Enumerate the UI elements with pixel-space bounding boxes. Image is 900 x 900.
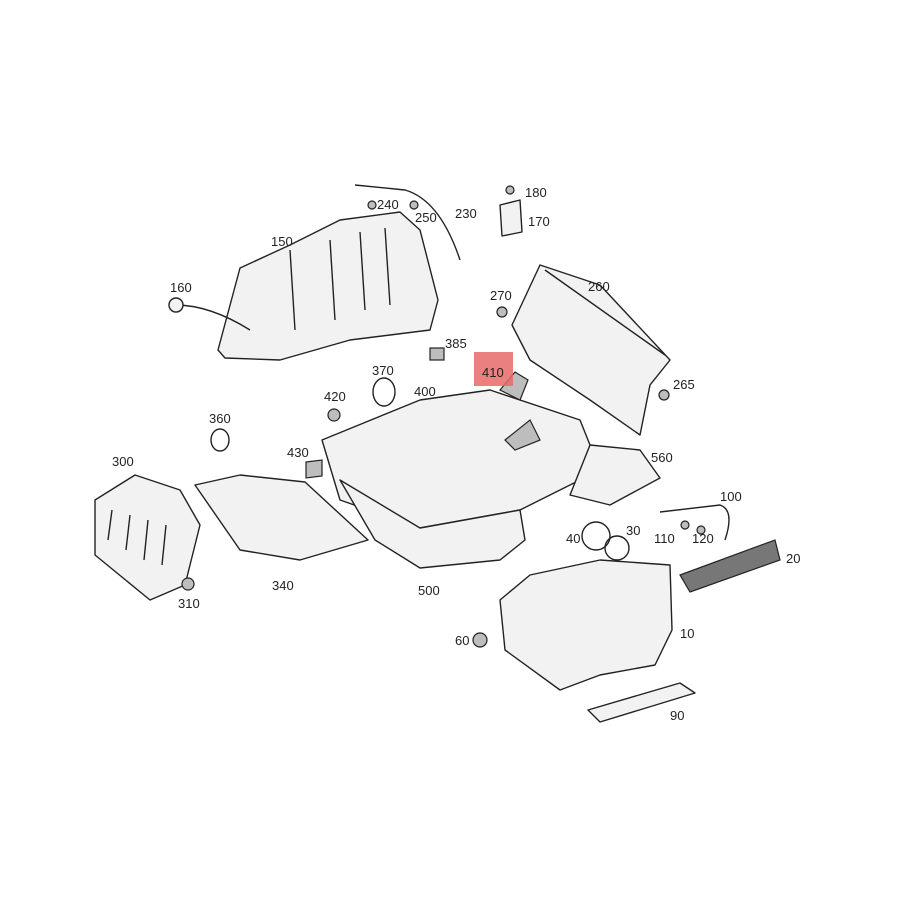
part-300[interactable] [94, 474, 201, 601]
part-120[interactable] [696, 525, 706, 535]
label-40[interactable]: 40 [566, 531, 580, 546]
label-120[interactable]: 120 [692, 531, 714, 546]
part-labels: 180 240 250 230 170 150 160 260 270 385 … [112, 185, 800, 723]
part-160-clip [168, 297, 184, 313]
part-270[interactable] [496, 306, 508, 318]
part-310[interactable] [181, 577, 195, 591]
part-240[interactable] [367, 200, 377, 210]
label-30[interactable]: 30 [626, 523, 640, 538]
label-265[interactable]: 265 [673, 377, 695, 392]
part-170[interactable] [499, 199, 523, 237]
part-230[interactable] [354, 184, 461, 261]
highlight-box-410 [474, 352, 513, 386]
part-370[interactable] [372, 377, 396, 407]
label-100[interactable]: 100 [720, 489, 742, 504]
part-300-slots [107, 509, 167, 566]
part-40[interactable] [581, 521, 611, 551]
part-60[interactable] [472, 632, 488, 648]
label-260[interactable]: 260 [588, 279, 610, 294]
part-150-detail [289, 227, 391, 331]
label-310[interactable]: 310 [178, 596, 200, 611]
label-360[interactable]: 360 [209, 411, 231, 426]
label-160[interactable]: 160 [170, 280, 192, 295]
part-560[interactable] [569, 444, 661, 506]
label-430[interactable]: 430 [287, 445, 309, 460]
label-60[interactable]: 60 [455, 633, 469, 648]
part-410-b [504, 419, 541, 451]
part-260[interactable] [511, 264, 671, 436]
label-420[interactable]: 420 [324, 389, 346, 404]
label-300[interactable]: 300 [112, 454, 134, 469]
label-340[interactable]: 340 [272, 578, 294, 593]
part-340[interactable] [194, 474, 369, 561]
part-10[interactable] [499, 559, 673, 691]
label-385[interactable]: 385 [445, 336, 467, 351]
label-410[interactable]: 410 [482, 365, 504, 380]
part-260-detail [544, 269, 666, 356]
label-150[interactable]: 150 [271, 234, 293, 249]
label-250[interactable]: 250 [415, 210, 437, 225]
label-180[interactable]: 180 [525, 185, 547, 200]
label-20[interactable]: 20 [786, 551, 800, 566]
part-20[interactable] [679, 539, 781, 593]
label-560[interactable]: 560 [651, 450, 673, 465]
part-180[interactable] [505, 185, 515, 195]
part-90[interactable] [587, 682, 696, 723]
part-110[interactable] [680, 520, 690, 530]
label-370[interactable]: 370 [372, 363, 394, 378]
part-100[interactable] [659, 504, 730, 541]
label-500[interactable]: 500 [418, 583, 440, 598]
part-265[interactable] [658, 389, 670, 401]
part-150[interactable] [217, 211, 439, 361]
label-400[interactable]: 400 [414, 384, 436, 399]
part-30[interactable] [604, 535, 630, 561]
part-420[interactable] [327, 408, 341, 422]
label-110[interactable]: 110 [654, 531, 675, 546]
label-230[interactable]: 230 [455, 206, 477, 221]
part-430[interactable] [305, 459, 323, 479]
part-250[interactable] [409, 200, 419, 210]
label-90[interactable]: 90 [670, 708, 684, 723]
part-360[interactable] [210, 428, 230, 452]
label-10[interactable]: 10 [680, 626, 694, 641]
label-270[interactable]: 270 [490, 288, 512, 303]
label-240[interactable]: 240 [377, 197, 399, 212]
part-500[interactable] [339, 479, 526, 569]
label-170[interactable]: 170 [528, 214, 550, 229]
part-385[interactable] [429, 347, 445, 361]
